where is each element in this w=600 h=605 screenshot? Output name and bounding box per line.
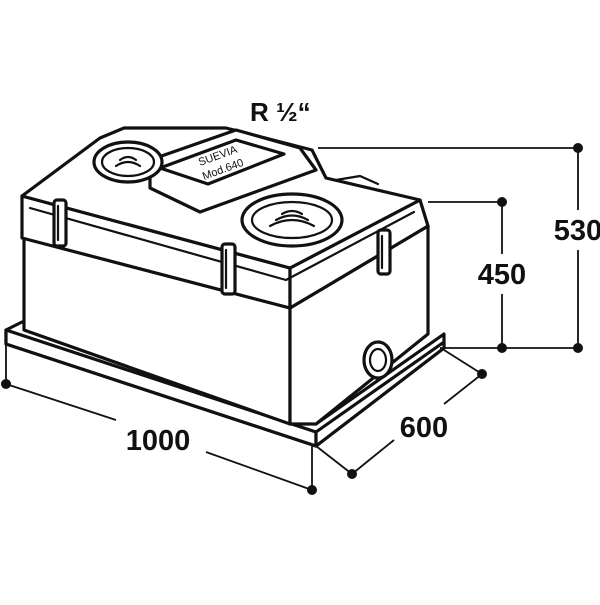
clip-right (376, 228, 392, 276)
clip-center (220, 242, 237, 296)
dimension-530: 530 (554, 215, 600, 247)
inspection-opening-front (240, 192, 344, 248)
dimension-450: 450 (478, 259, 526, 291)
clip-left (52, 198, 68, 248)
thread-size-label: R ½“ (250, 97, 311, 127)
dimension-body-height: 450 (428, 197, 526, 353)
dimension-1000: 1000 (126, 425, 191, 457)
dimension-width: 600 (315, 349, 487, 479)
dimension-length: 1000 (1, 344, 317, 495)
side-outlet (362, 340, 394, 380)
dimension-600: 600 (400, 412, 448, 444)
dimension-total-height: 530 (318, 143, 600, 353)
inspection-opening-rear (92, 140, 164, 184)
base-plate (4, 320, 446, 448)
